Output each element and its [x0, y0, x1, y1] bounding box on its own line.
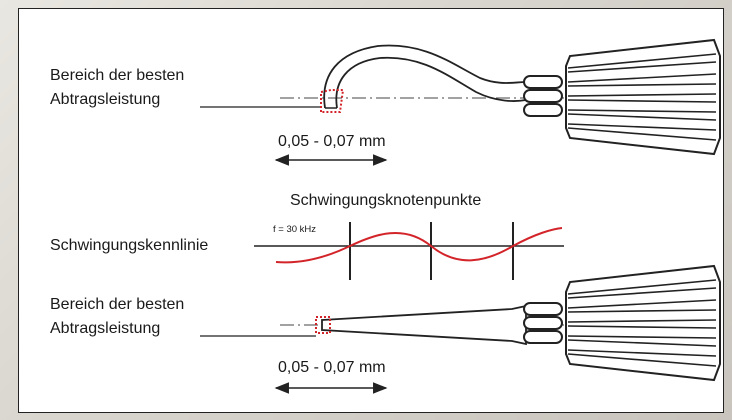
- bottom-handle: [565, 264, 721, 382]
- bottom-straight-tip: [321, 304, 527, 346]
- bottom-label-line2: Abtragsleistung: [50, 320, 160, 337]
- bottom-label-line1: Bereich der besten: [50, 296, 184, 313]
- oscillation-curve: [275, 227, 563, 264]
- top-tip-marker: [320, 89, 345, 113]
- curve-label: Schwingungskennlinie: [50, 237, 208, 254]
- bottom-tip-marker: [315, 316, 331, 334]
- bottom-coupling: [523, 302, 563, 344]
- oscillation-graph: [254, 222, 564, 280]
- top-handle: [565, 38, 721, 156]
- top-curved-tip: [323, 44, 527, 109]
- bottom-range-text: 0,05 - 0,07 mm: [278, 359, 386, 376]
- top-label-line2: Abtragsleistung: [50, 91, 160, 108]
- bottom-instrument: [200, 264, 721, 394]
- top-label-line1: Bereich der besten: [50, 67, 184, 84]
- top-range-text: 0,05 - 0,07 mm: [278, 133, 386, 150]
- top-instrument: [200, 38, 721, 166]
- top-coupling: [523, 75, 563, 117]
- frequency-label: f = 30 kHz: [273, 224, 316, 235]
- nodes-title: Schwingungsknotenpunkte: [290, 192, 481, 209]
